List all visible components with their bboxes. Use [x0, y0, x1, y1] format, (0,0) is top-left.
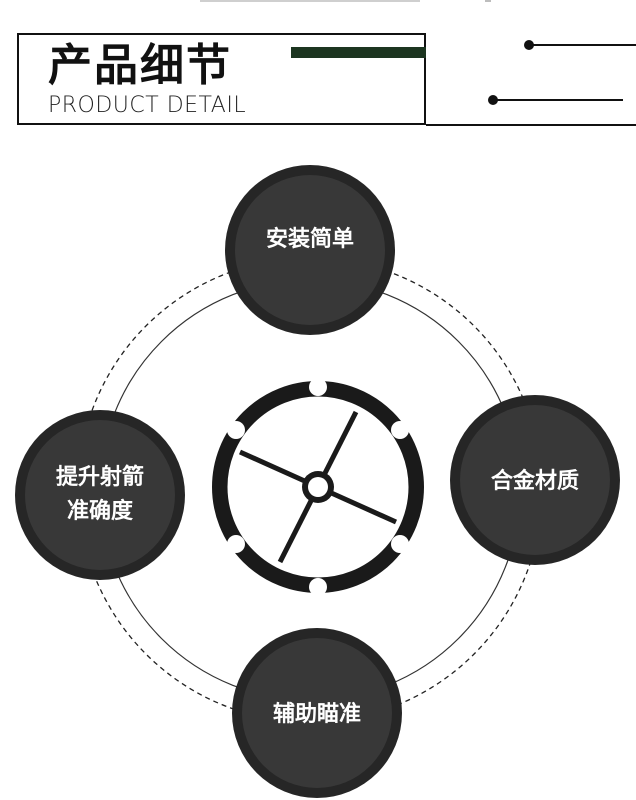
- header-baseline: [426, 124, 636, 126]
- pin-line-2: [493, 99, 623, 101]
- feature-circle-bottom: [232, 628, 402, 798]
- page-subtitle: PRODUCT DETAIL: [48, 93, 247, 118]
- top-decor-line: [200, 0, 420, 2]
- feature-circle-left: [15, 410, 185, 580]
- feature-label-top: 安装简单: [265, 227, 355, 252]
- header-frame: [17, 33, 426, 125]
- feature-label-bottom: 辅助瞄准: [272, 702, 362, 727]
- header-accent-bar: [291, 47, 426, 58]
- top-decor-mark: [485, 0, 491, 2]
- feature-label-left-line2: 准确度: [66, 499, 134, 524]
- feature-label-right: 合金材质: [490, 469, 580, 494]
- page-title: 产品细节: [48, 40, 232, 91]
- feature-circle-top: [225, 165, 395, 335]
- feature-label-left-line1: 提升射箭: [55, 465, 145, 490]
- pin-line-1: [529, 44, 636, 46]
- sight-wheel-icon: [212, 378, 424, 596]
- feature-circle-right: [450, 395, 620, 565]
